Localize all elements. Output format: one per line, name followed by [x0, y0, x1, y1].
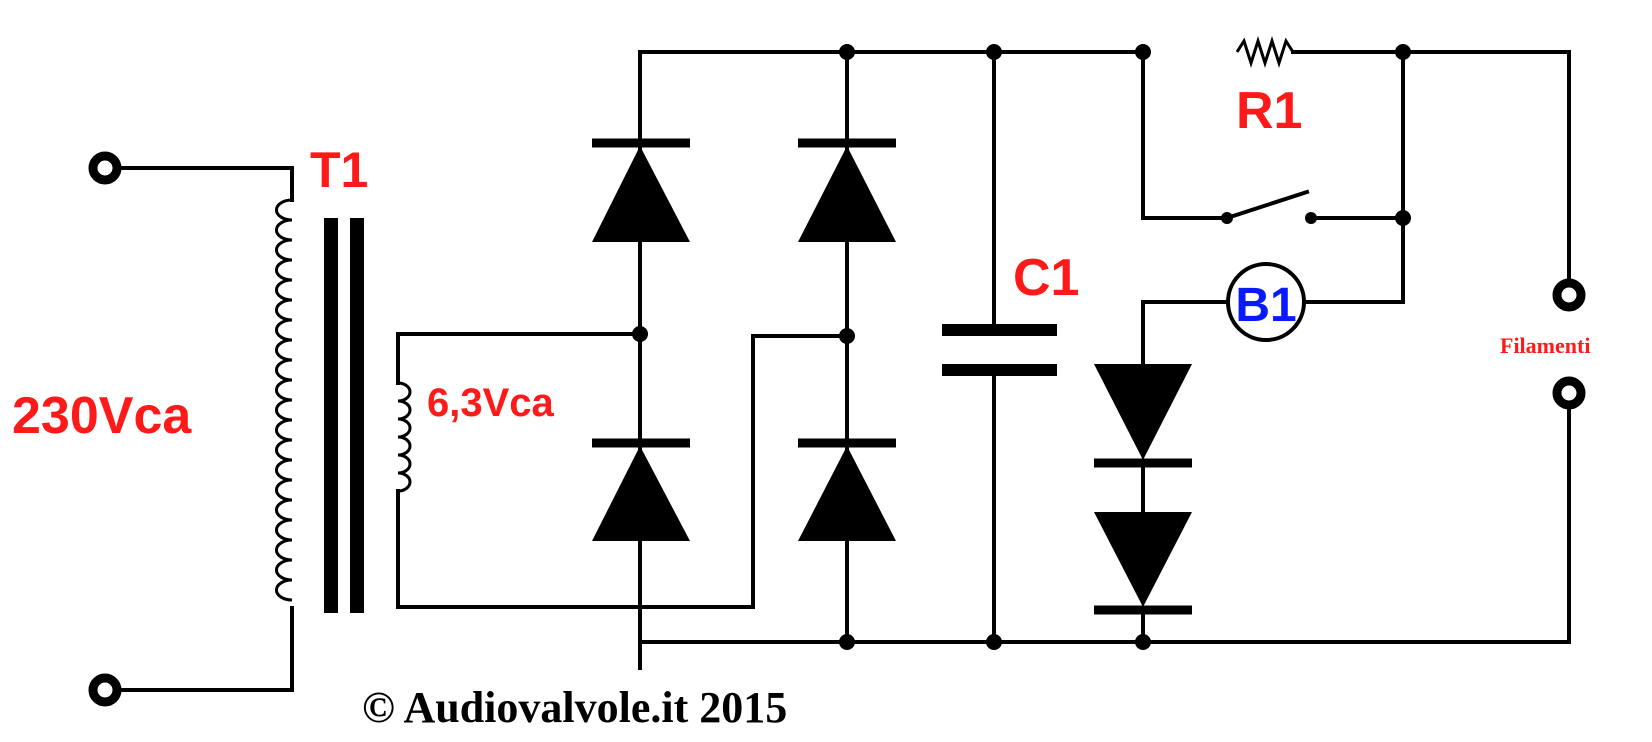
transformer-label: T1	[310, 142, 368, 198]
output-terminal-bottom	[1552, 376, 1586, 410]
copyright-notice: © Audiovalvole.it 2015	[362, 683, 787, 732]
bridge-rectifier	[592, 50, 1571, 670]
diode-d1-icon	[592, 138, 690, 242]
capacitor-c1-icon	[942, 50, 1057, 644]
capacitor-label: C1	[1013, 249, 1079, 307]
series-diode-lower-icon	[1094, 512, 1192, 615]
primary-lead-top	[115, 166, 294, 202]
transformer-t1	[275, 198, 849, 613]
primary-winding	[275, 198, 293, 602]
lamp-branch	[1094, 262, 1405, 644]
input-terminal-bottom	[88, 673, 122, 707]
diode-d4-icon	[798, 438, 896, 541]
output-label: Filamenti	[1500, 333, 1590, 358]
diode-d3-icon	[592, 438, 690, 541]
input-terminals	[88, 151, 294, 707]
transformer-core-right	[350, 218, 364, 613]
output-terminal-top	[1552, 278, 1586, 312]
secondary-voltage-label: 6,3Vca	[427, 381, 555, 425]
bypass-switch-icon	[1141, 50, 1405, 304]
input-voltage-label: 230Vca	[12, 387, 192, 445]
secondary-lead-bottom	[396, 334, 849, 609]
output-terminals	[1552, 50, 1586, 644]
secondary-winding	[397, 381, 412, 493]
lamp-label: B1	[1235, 279, 1296, 332]
primary-lead-bottom	[115, 606, 294, 692]
input-terminal-top	[88, 151, 122, 185]
junction-dots	[632, 44, 1411, 650]
resistor-r1-icon	[1235, 36, 1571, 68]
resistor-label: R1	[1236, 82, 1302, 140]
diode-d2-icon	[798, 138, 896, 242]
secondary-lead-top	[396, 332, 642, 385]
series-diode-upper-icon	[1094, 364, 1192, 468]
transformer-core-left	[324, 218, 338, 613]
